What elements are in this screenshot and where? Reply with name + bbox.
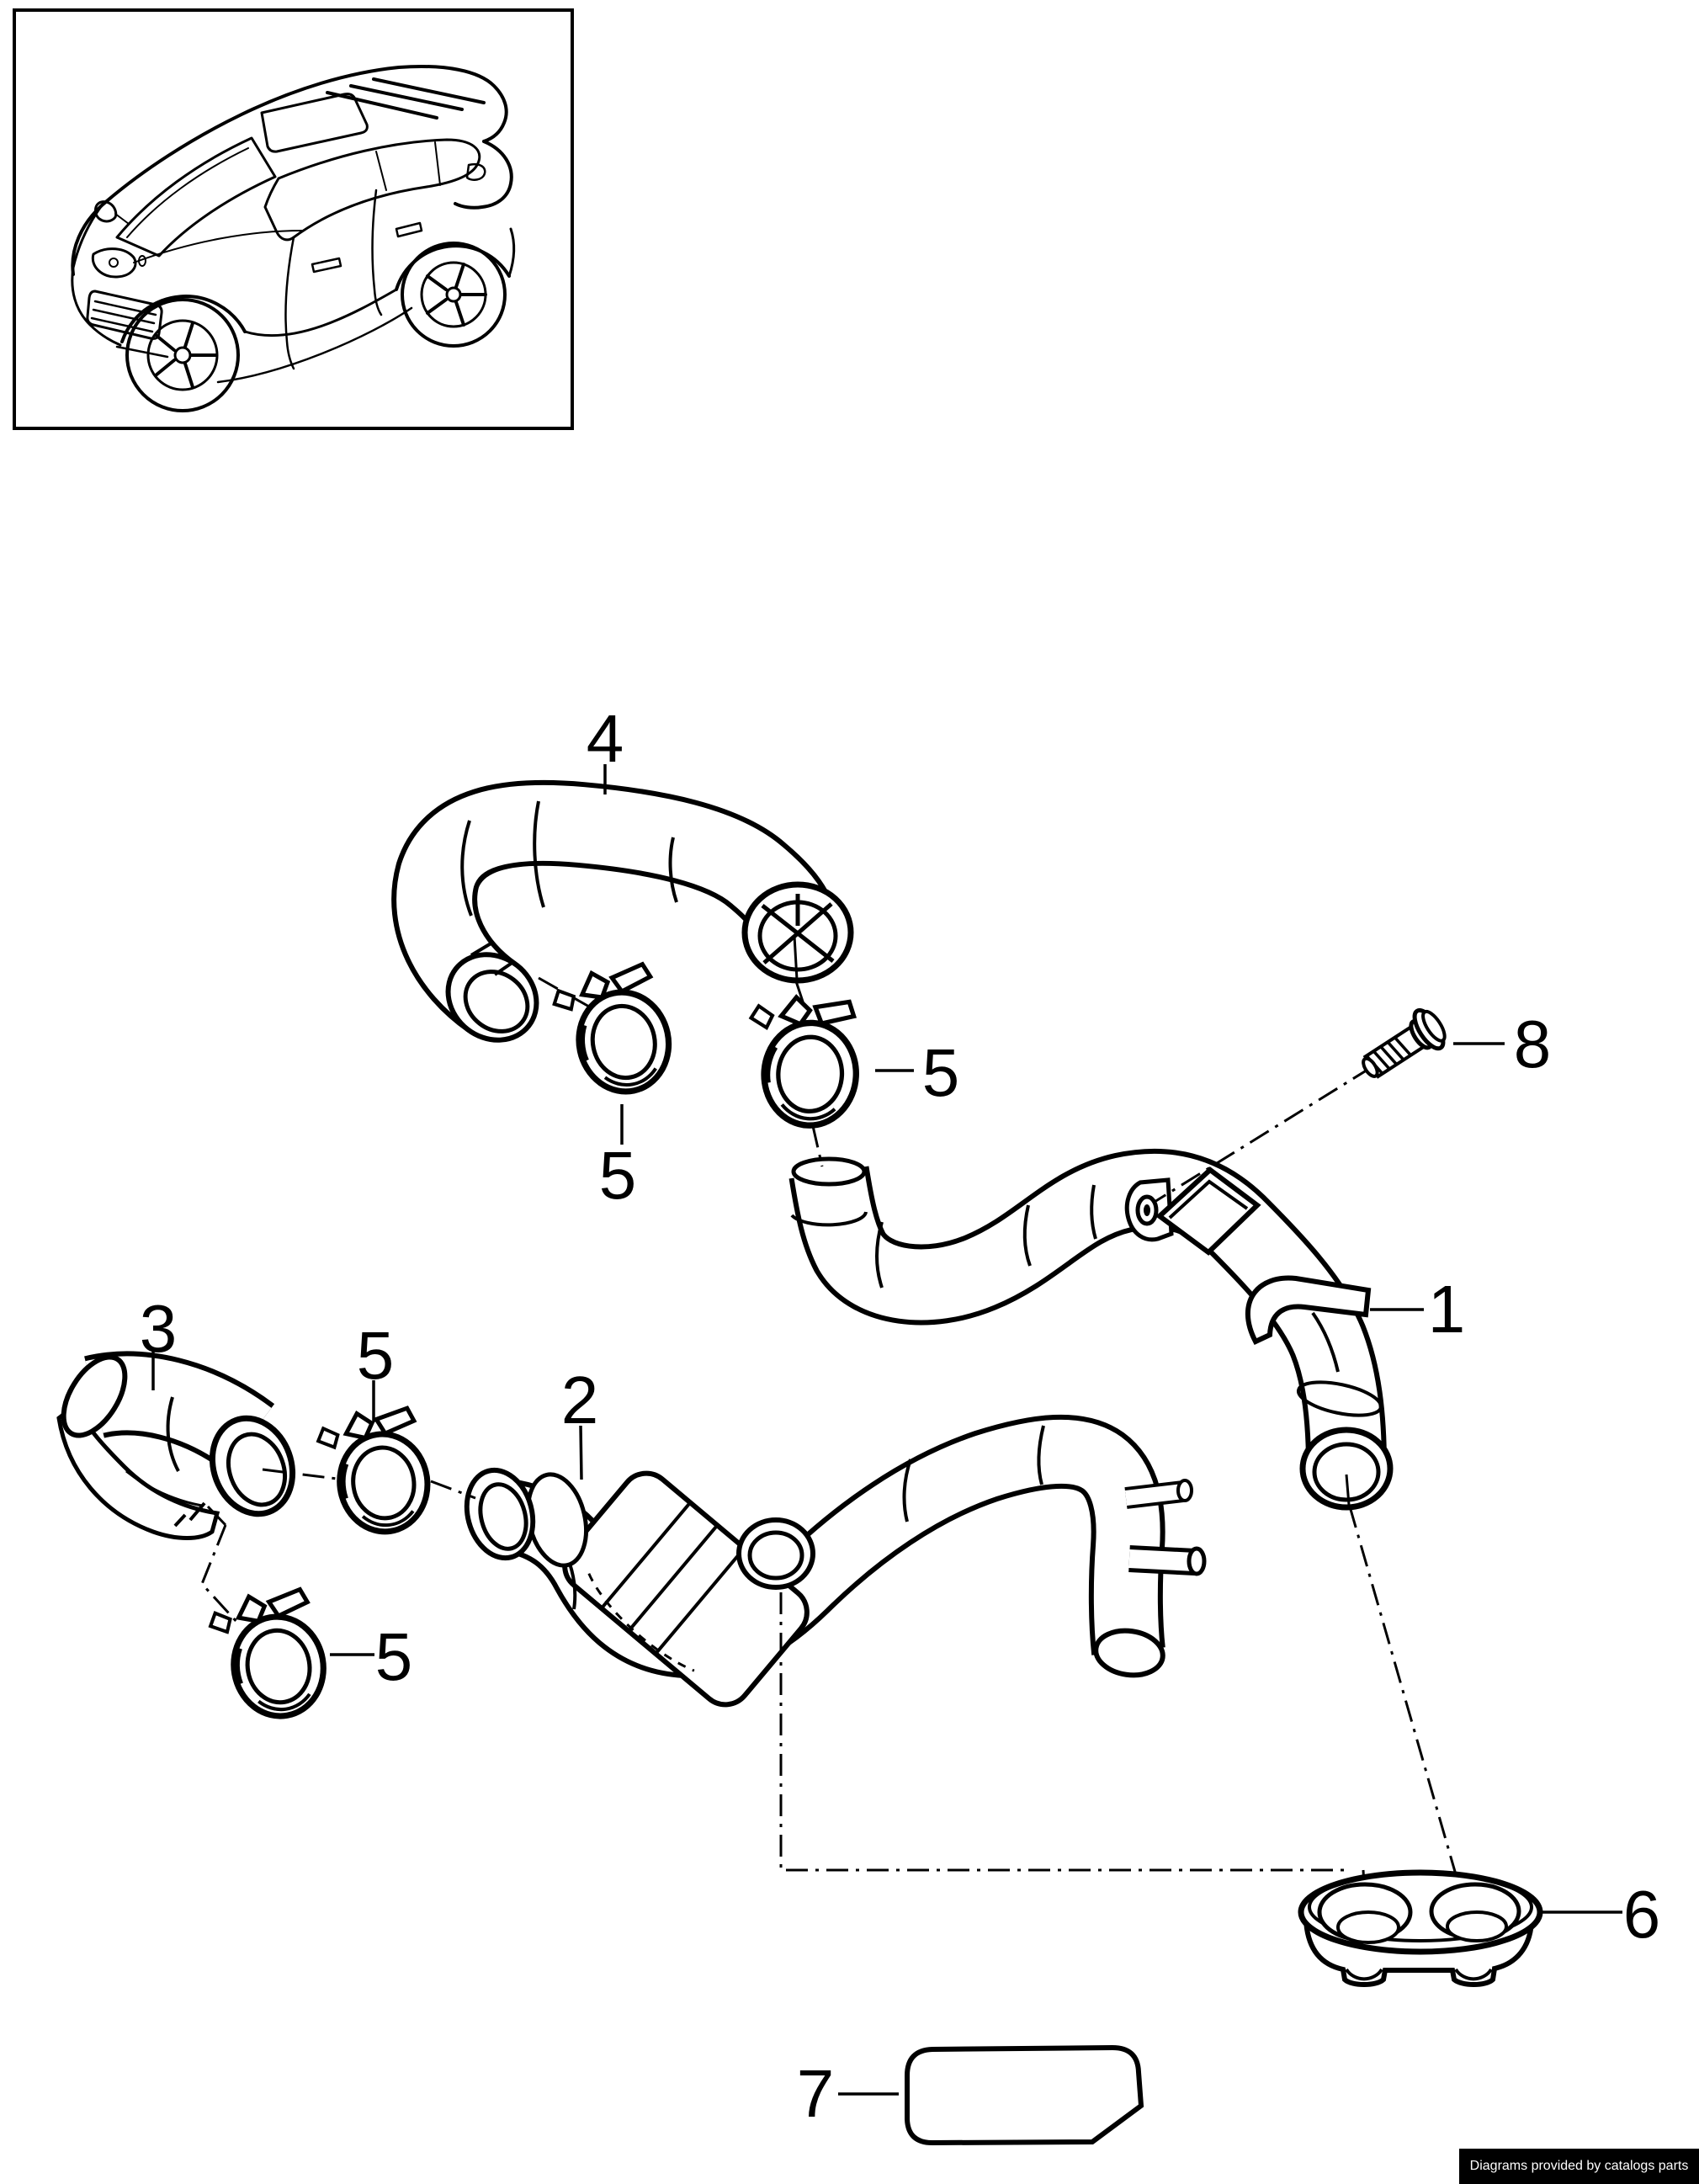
clamp-5-b — [746, 995, 860, 1128]
watermark-banner: Diagrams provided by catalogs parts — [1459, 2149, 1699, 2184]
hose-1 — [788, 1148, 1394, 1511]
part-label-5-c: 5 — [356, 1318, 394, 1393]
car-illustration — [71, 64, 516, 412]
grommet-6 — [1298, 1869, 1543, 1987]
part-label-6: 6 — [1622, 1877, 1660, 1952]
part-label-8: 8 — [1513, 1007, 1551, 1081]
part-label-3: 3 — [139, 1291, 177, 1366]
front-wheel — [125, 298, 240, 412]
hose-2 — [464, 1414, 1207, 1708]
part-label-7: 7 — [796, 2056, 834, 2131]
clamp-5-c — [316, 1406, 434, 1540]
part-label-5-a: 5 — [598, 1138, 636, 1213]
rear-wheel — [401, 242, 507, 348]
part-label-4: 4 — [586, 701, 624, 776]
callout-leader-lines — [151, 764, 1622, 2096]
clamp-5-d — [207, 1586, 332, 1725]
part-label-5-d: 5 — [374, 1619, 412, 1694]
bolt-8 — [1362, 1008, 1447, 1079]
hose-3 — [56, 1351, 296, 1540]
clamp-5-a — [550, 960, 677, 1103]
hook-clip — [1245, 1275, 1372, 1345]
part-label-1: 1 — [1427, 1272, 1465, 1347]
pad-7 — [905, 2044, 1144, 2146]
hose-4 — [391, 779, 854, 1043]
vehicle-thumbnail-box — [13, 8, 574, 430]
bracket-tab — [1124, 1166, 1261, 1256]
part-label-5-b: 5 — [921, 1035, 959, 1110]
hose-2-sleeve — [562, 1470, 810, 1708]
part-label-2: 2 — [560, 1363, 598, 1437]
assembly-lines — [200, 976, 1466, 1923]
